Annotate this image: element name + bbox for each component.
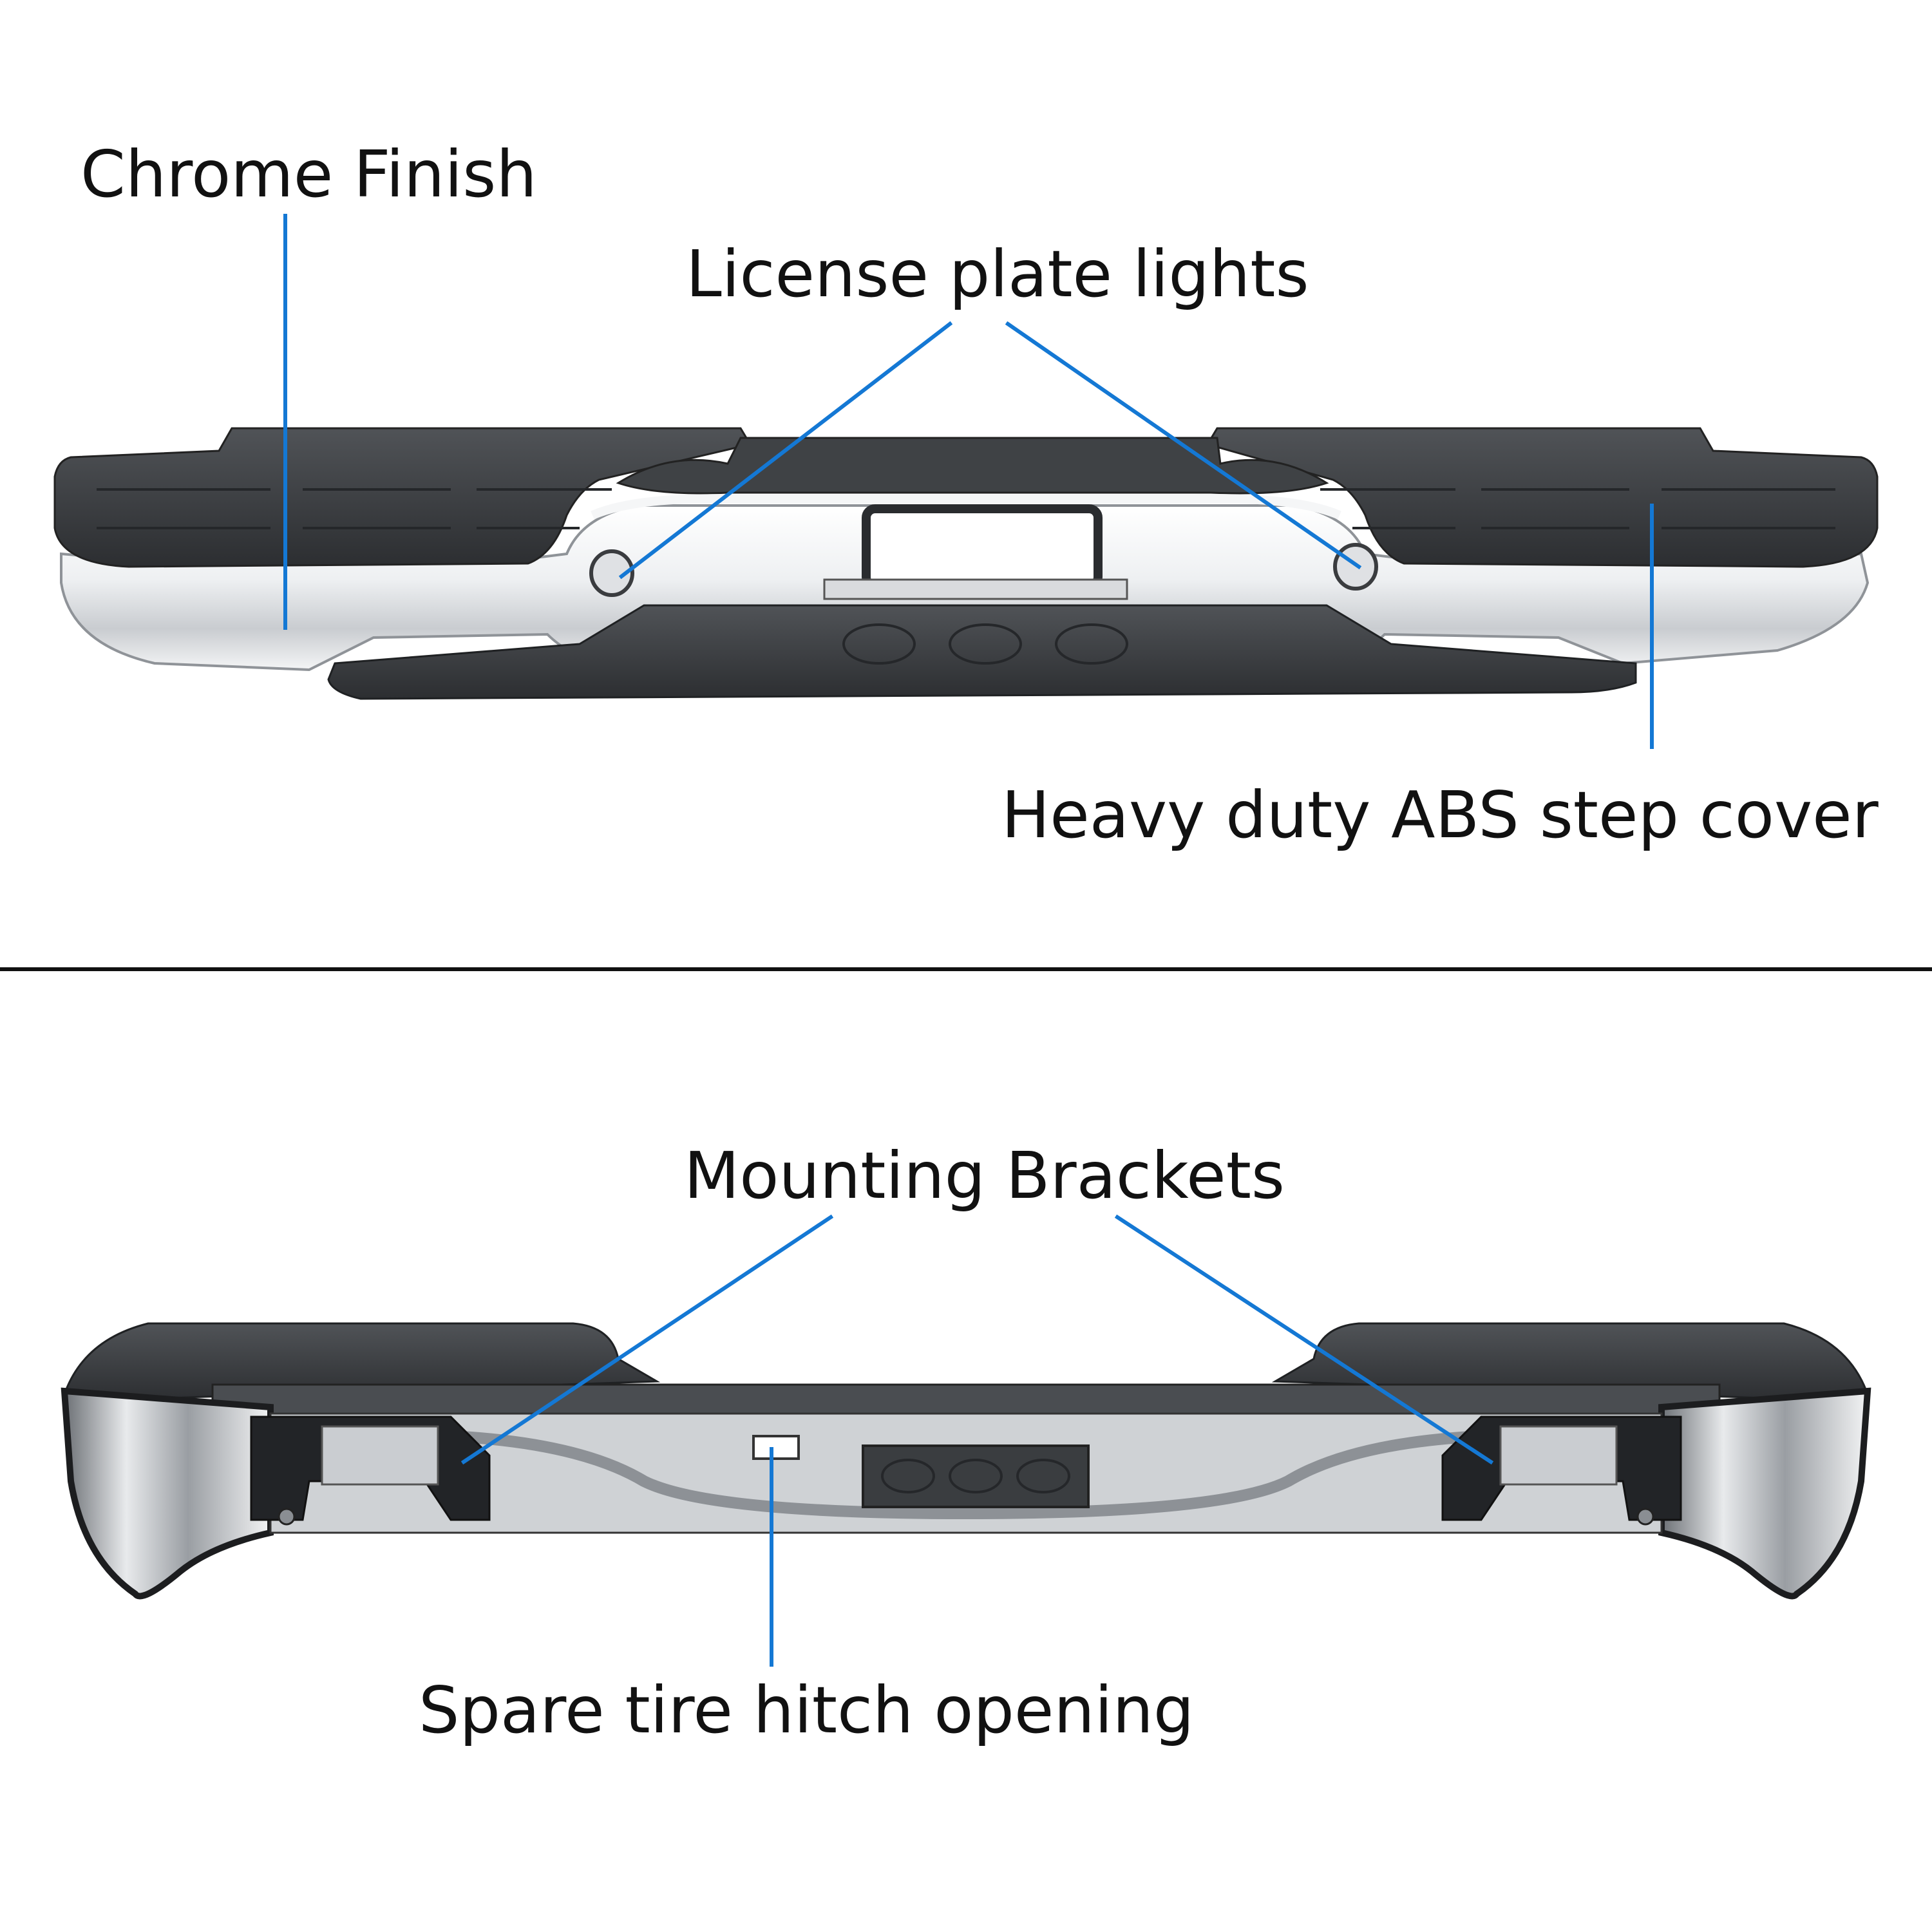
top-leader-lines — [283, 214, 1654, 749]
center-top-pad — [616, 437, 1329, 495]
license-light-leader-left — [618, 321, 953, 580]
label-chrome-finish: Chrome Finish — [80, 137, 537, 212]
rear-grip-pattern — [881, 1459, 1070, 1493]
license-light-left — [589, 549, 634, 597]
rear-left-step-pad — [63, 1322, 661, 1402]
mounting-bolts — [278, 1508, 1654, 1526]
label-license-plate-lights: License plate lights — [686, 236, 1309, 312]
license-light-leader-right — [1005, 321, 1362, 570]
label-mounting-brackets: Mounting Brackets — [684, 1138, 1285, 1213]
bracket-leader-left — [460, 1214, 834, 1465]
bottom-leader-lines — [460, 1214, 1494, 1667]
spare-tire-hitch-opening — [752, 1435, 800, 1460]
bracket-leader-right — [1114, 1214, 1494, 1465]
rear-right-step-pad — [1271, 1322, 1869, 1402]
rear-left-chrome-end — [61, 1387, 274, 1600]
lower-step — [327, 604, 1637, 700]
right-bracket-plate — [1499, 1425, 1618, 1486]
left-bracket-plate — [321, 1425, 439, 1486]
label-spare-tire: Spare tire hitch opening — [419, 1672, 1194, 1748]
label-step-cover: Heavy duty ABS step cover — [1001, 777, 1879, 853]
pad-grip-grooves — [97, 488, 1835, 529]
license-plate-opening — [862, 504, 1103, 591]
license-plate-frame — [823, 578, 1128, 600]
chrome-trim-strip — [591, 494, 1341, 520]
bumper-front-view — [53, 427, 1879, 700]
bumper-rear-view — [61, 1322, 1871, 1600]
rear-center-window — [862, 1444, 1090, 1508]
step-grip-pattern — [842, 623, 1128, 665]
rear-right-chrome-end — [1658, 1387, 1871, 1600]
rear-inner-beam — [450, 1430, 1482, 1520]
